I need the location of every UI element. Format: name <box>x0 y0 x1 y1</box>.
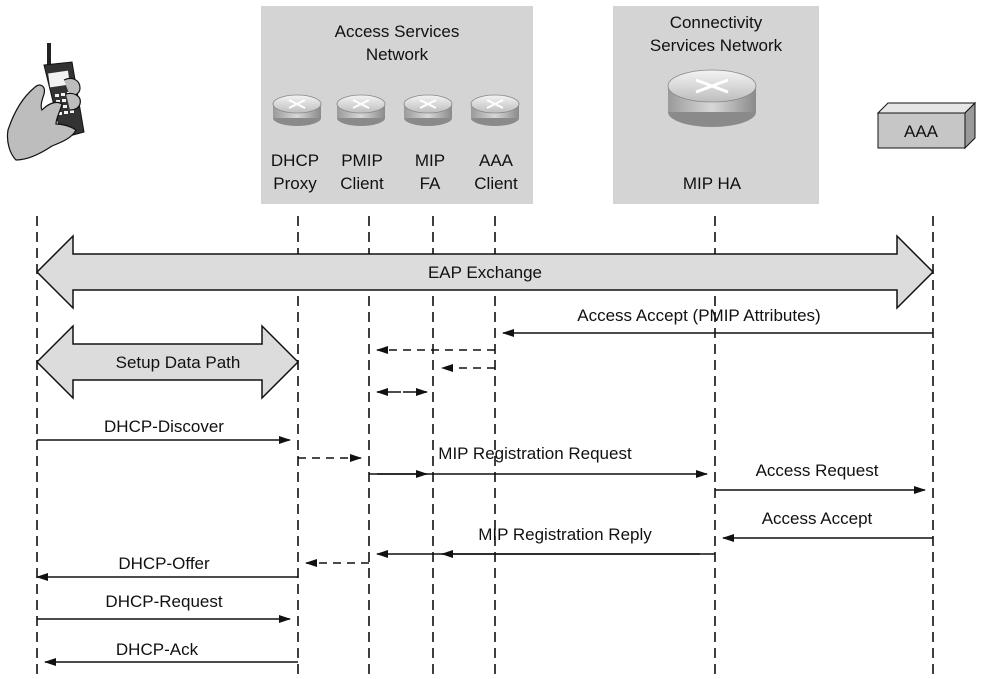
router-icon-mip-fa <box>403 94 453 126</box>
dhcp-offer-label: DHCP-Offer <box>118 554 210 573</box>
lifelines <box>36 216 934 679</box>
aaa-server-box: AAA <box>876 101 977 150</box>
connectivity-services-network-box: Connectivity Services Network MIP HA <box>613 6 819 204</box>
router-label-fa: FA <box>420 174 441 193</box>
router-icon-pmip-client <box>336 94 386 126</box>
router-label-pmip: PMIP <box>341 151 383 170</box>
eap-exchange-label: EAP Exchange <box>428 263 542 282</box>
router-icon-dhcp-proxy <box>272 94 322 126</box>
router-label-dhcp: DHCP <box>271 151 319 170</box>
setup-data-path-arrow: Setup Data Path <box>35 324 300 400</box>
aaa-label: AAA <box>904 122 939 141</box>
access-request-label: Access Request <box>756 461 879 480</box>
dhcp-ack-label: DHCP-Ack <box>116 640 199 659</box>
access-services-network-box: Access Services Network DH <box>261 6 533 204</box>
router-icon-mip-ha <box>667 69 757 127</box>
router-label-aaa: AAA <box>479 151 514 170</box>
router-label-proxy: Proxy <box>273 174 317 193</box>
csn-router-label: MIP HA <box>683 174 742 193</box>
access-accept-label: Access Accept <box>762 509 873 528</box>
dhcp-request-label: DHCP-Request <box>105 592 222 611</box>
dhcp-discover-label: DHCP-Discover <box>104 417 224 436</box>
asn-title-line1: Access Services <box>335 22 460 41</box>
router-label-mip: MIP <box>415 151 445 170</box>
mip-registration-reply-label: MIP Registration Reply <box>478 525 652 544</box>
csn-title-line2: Services Network <box>650 36 783 55</box>
router-icon-aaa-client <box>470 94 520 126</box>
mip-registration-request-label: MIP Registration Request <box>438 444 632 463</box>
asn-title-line2: Network <box>366 45 429 64</box>
router-label-aaa-client: Client <box>474 174 518 193</box>
router-label-client: Client <box>340 174 384 193</box>
setup-data-path-label: Setup Data Path <box>116 353 241 372</box>
access-accept-pmip-label: Access Accept (PMIP Attributes) <box>577 306 820 325</box>
eap-exchange-arrow: EAP Exchange <box>35 234 935 310</box>
csn-title-line1: Connectivity <box>670 13 763 32</box>
mobile-phone-icon <box>6 43 85 161</box>
